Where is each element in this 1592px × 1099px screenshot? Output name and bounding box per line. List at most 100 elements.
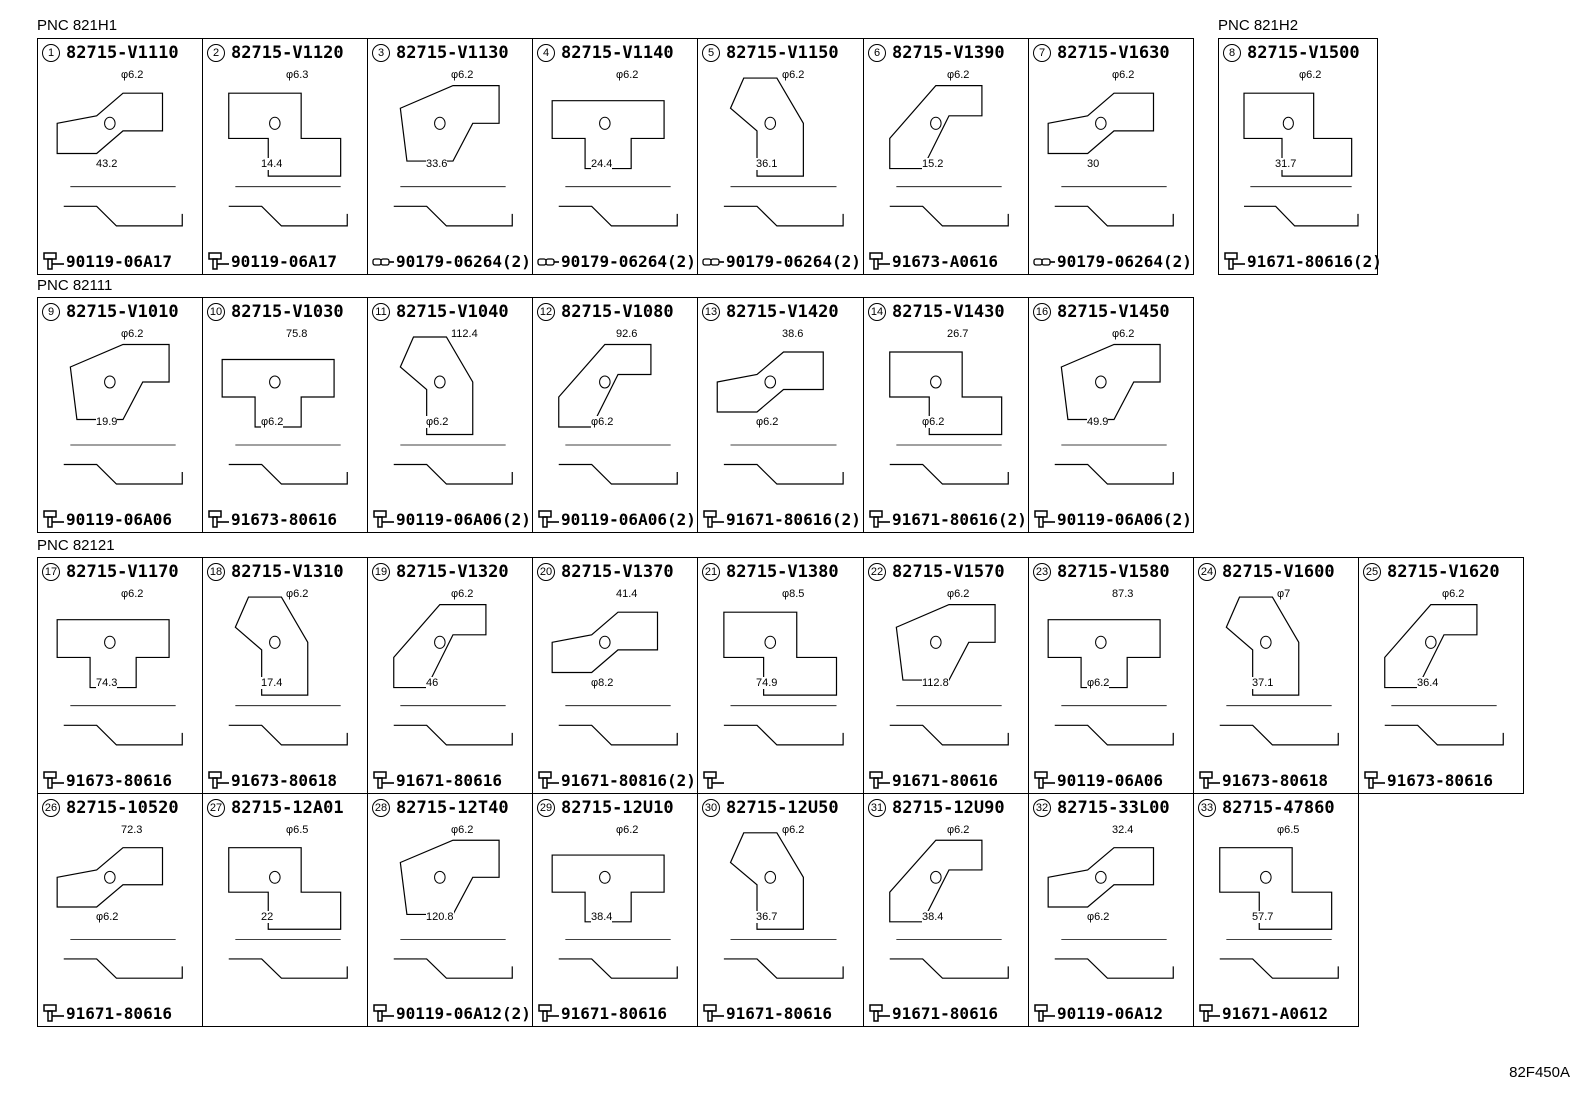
dimension-label: φ6.2 <box>1442 588 1465 600</box>
part-header: 3 82715-V1130 <box>372 43 509 63</box>
bolt-icon <box>208 510 229 528</box>
dimension-label: φ6.2 <box>922 416 945 428</box>
callout-number: 19 <box>372 563 390 581</box>
callout-number: 3 <box>372 44 390 62</box>
fastener-row: 91673-80618 <box>1198 770 1328 790</box>
dimension-label: 31.7 <box>1275 158 1297 170</box>
dimension-label: φ6.2 <box>1299 69 1322 81</box>
callout-number: 30 <box>702 799 720 817</box>
dimension-label: φ6.2 <box>616 824 639 836</box>
bracket-drawing <box>1225 63 1377 244</box>
fastener-row: 90119-06A06(2) <box>1033 509 1192 529</box>
fastener-part-number: 91671-80616 <box>892 1003 998 1023</box>
callout-number: 12 <box>537 303 555 321</box>
part-number: 82715-12T40 <box>396 798 509 818</box>
callout-number: 1 <box>42 44 60 62</box>
bolt-icon <box>1034 1004 1055 1022</box>
bolt-icon <box>373 1004 394 1022</box>
dimension-label: 38.4 <box>591 911 613 923</box>
clip-icon <box>372 258 394 266</box>
bracket-drawing <box>704 582 863 763</box>
bracket-drawing <box>209 582 367 763</box>
bolt-icon <box>869 252 890 270</box>
part-number: 82715-V1580 <box>1057 562 1170 582</box>
dimension-label: 24.4 <box>591 158 613 170</box>
bracket-drawing <box>1035 818 1193 996</box>
dimension-label: φ6.2 <box>1112 328 1135 340</box>
dimension-label: 36.4 <box>1417 677 1439 689</box>
callout-number: 9 <box>42 303 60 321</box>
bolt-icon <box>43 771 64 789</box>
fastener-part-number: 91673-80616 <box>1387 770 1493 790</box>
bracket-drawing <box>870 63 1028 244</box>
dimension-label: 38.4 <box>922 911 944 923</box>
part-number: 82715-V1110 <box>66 43 179 63</box>
part-number: 82715-V1320 <box>396 562 509 582</box>
fastener-part-number: 90119-06A12 <box>1057 1003 1163 1023</box>
part-header: 1 82715-V1110 <box>42 43 179 63</box>
part-number: 82715-10520 <box>66 798 179 818</box>
callout-number: 14 <box>868 303 886 321</box>
dimension-label: φ6.2 <box>756 416 779 428</box>
dimension-label: 15.2 <box>922 158 944 170</box>
bracket-drawing <box>704 818 863 996</box>
dimension-label: φ6.2 <box>947 588 970 600</box>
fastener-row: 90119-06A12 <box>1033 1003 1163 1023</box>
fastener-row: 91671-80616 <box>868 1003 998 1023</box>
part-number: 82715-V1380 <box>726 562 839 582</box>
bracket-drawing <box>1035 582 1193 763</box>
part-number: 82715-V1450 <box>1057 302 1170 322</box>
fastener-row: 91671-A0612 <box>1198 1003 1328 1023</box>
bracket-drawing <box>539 322 697 502</box>
fastener-part-number: 91671-80616(2) <box>1247 251 1382 271</box>
fastener-row: 91671-80616(2) <box>868 509 1027 529</box>
part-header: 19 82715-V1320 <box>372 562 509 582</box>
callout-number: 5 <box>702 44 720 62</box>
part-number: 82715-V1310 <box>231 562 344 582</box>
fastener-part-number: 90119-06A06(2) <box>396 509 531 529</box>
dimension-label: 46 <box>426 677 439 689</box>
part-number: 82715-V1130 <box>396 43 509 63</box>
fastener-row: 91673-80618 <box>207 770 337 790</box>
bracket-drawing <box>209 322 367 502</box>
dimension-label: φ6.2 <box>616 69 639 81</box>
dimension-label: φ6.2 <box>1087 677 1110 689</box>
bolt-icon <box>869 510 890 528</box>
bolt-icon <box>373 771 394 789</box>
dimension-label: 26.7 <box>947 328 969 340</box>
callout-number: 26 <box>42 799 60 817</box>
callout-number: 2 <box>207 44 225 62</box>
part-number: 82715-V1630 <box>1057 43 1170 63</box>
callout-number: 4 <box>537 44 555 62</box>
fastener-part-number: 91671-A0612 <box>1222 1003 1328 1023</box>
dimension-label: 14.4 <box>261 158 283 170</box>
dimension-label: 112.4 <box>451 328 478 340</box>
fastener-part-number: 91671-80616 <box>726 1003 832 1023</box>
fastener-part-number: 91671-80616 <box>66 1003 172 1023</box>
bolt-icon <box>43 252 64 270</box>
callout-number: 8 <box>1223 44 1241 62</box>
fastener-part-number: 90179-06264(2) <box>1057 251 1192 271</box>
fastener-part-number: 91671-80616 <box>396 770 502 790</box>
bracket-drawing <box>1035 63 1193 244</box>
fastener-part-number: 90119-06A06(2) <box>561 509 696 529</box>
dimension-label: φ6.2 <box>451 824 474 836</box>
dimension-label: 37.1 <box>1252 677 1274 689</box>
